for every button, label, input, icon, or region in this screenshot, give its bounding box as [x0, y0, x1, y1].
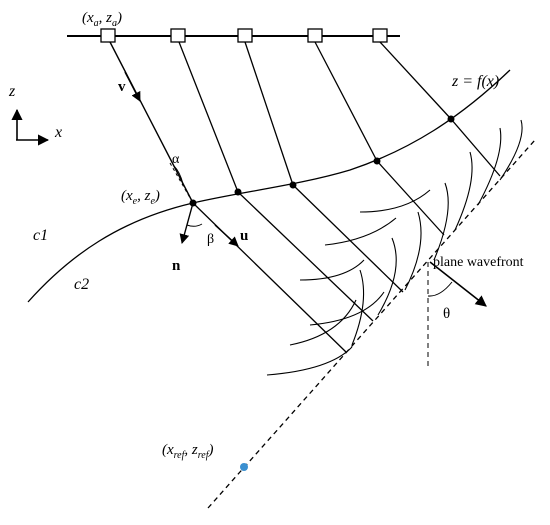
- source-element: [100, 28, 116, 43]
- source-element: [237, 28, 253, 43]
- incident-ray: [314, 41, 378, 162]
- source-element: [372, 28, 388, 43]
- incident-ray: [379, 41, 452, 120]
- refracted-ray: [376, 160, 445, 236]
- wavefront-normal-arrow: [429, 261, 487, 307]
- reference-point: [240, 463, 248, 471]
- alpha-arc: [173, 165, 184, 185]
- beta-label: β: [207, 232, 214, 247]
- vector-n-label: n: [172, 258, 181, 274]
- medium-c2-label: c2: [74, 276, 89, 293]
- interface-label: z = f(x): [451, 73, 499, 90]
- theta-arc: [427, 281, 453, 297]
- vector-u-label: u: [240, 228, 248, 244]
- vector-n-arrow: [179, 202, 194, 244]
- huygens-wavelets: [266, 119, 523, 376]
- source-element: [307, 28, 323, 43]
- vector-v-arrow: [124, 71, 141, 102]
- entry-point-label: (xe, ze): [121, 188, 160, 207]
- vector-u-arrow: [214, 224, 239, 247]
- plane-wavefront-label: plane wavefront: [433, 255, 524, 270]
- source-point-label: (xa, za): [82, 10, 122, 29]
- interface-curve: [27, 69, 511, 303]
- incident-ray: [178, 41, 239, 193]
- vector-v-label: v: [118, 79, 126, 95]
- incident-ray: [244, 41, 294, 186]
- refracted-ray: [292, 184, 404, 293]
- axis-z-label: z: [8, 83, 16, 100]
- theta-label: θ: [443, 306, 450, 322]
- reference-point-label: (xref, zref): [162, 442, 214, 461]
- axis-x-label: x: [54, 124, 62, 141]
- beta-arc: [186, 223, 203, 227]
- refracted-ray: [237, 191, 374, 322]
- refracted-ray: [450, 118, 501, 177]
- plane-wavefront-line: [207, 139, 536, 509]
- source-element: [170, 28, 186, 43]
- medium-c1-label: c1: [33, 227, 48, 244]
- entry-normal-dashed: [169, 162, 194, 204]
- incident-ray-v: [109, 41, 194, 204]
- alpha-label: α: [172, 152, 180, 167]
